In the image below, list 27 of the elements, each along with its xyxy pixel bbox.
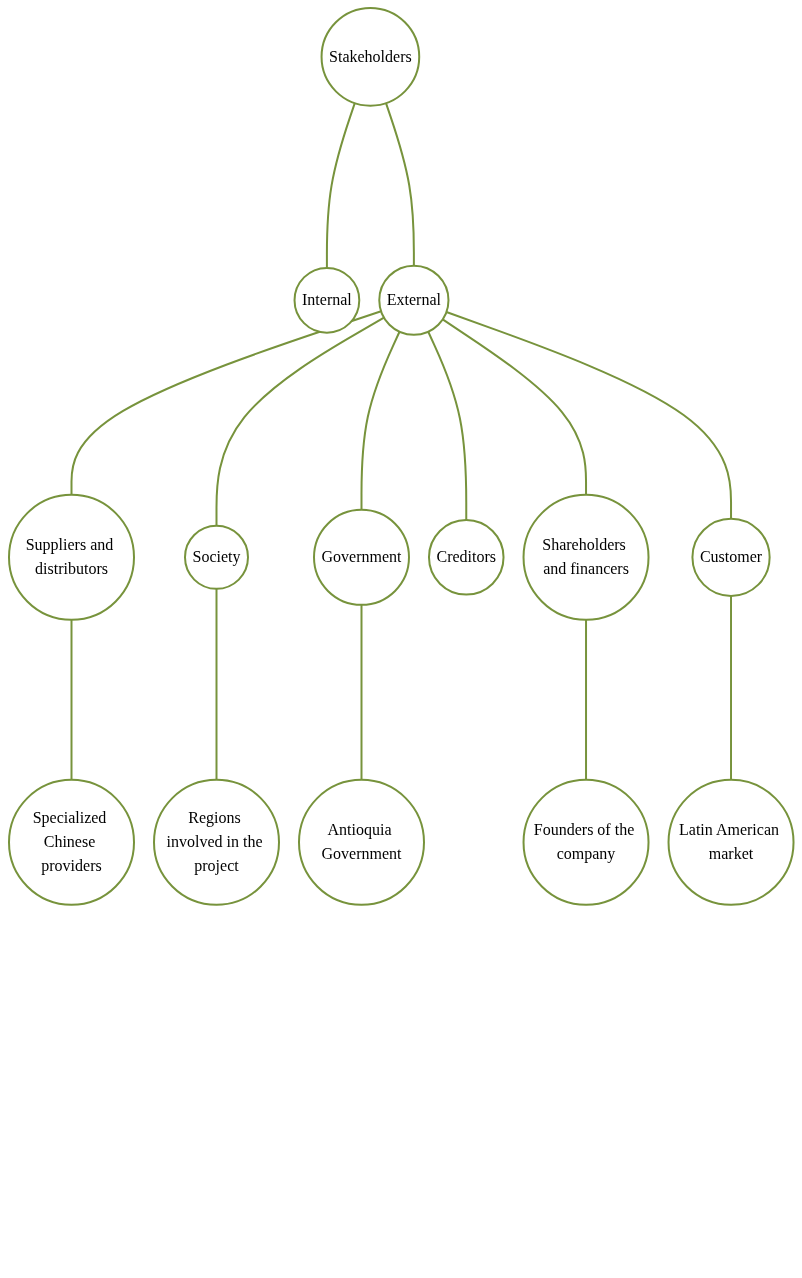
node-circle: Government	[312, 508, 410, 606]
connector	[360, 330, 401, 511]
node-circle: Regions involved in the project	[152, 778, 280, 906]
node-circle: Specialized Chinese providers	[7, 778, 135, 906]
connector	[384, 102, 415, 267]
connector	[70, 618, 73, 781]
connector	[215, 316, 385, 527]
node-circle: Suppliers and distributors	[7, 493, 135, 621]
connector	[360, 603, 363, 781]
node-circle: Society	[183, 524, 249, 590]
connector	[729, 594, 732, 781]
node-circle: Stakeholders	[320, 7, 420, 107]
connector	[325, 102, 356, 269]
node-circle: Customer	[691, 517, 771, 597]
node-circle: Latin American market	[667, 778, 795, 906]
connector	[584, 618, 587, 781]
connector	[441, 318, 587, 496]
connector	[445, 311, 732, 520]
node-circle: Internal	[293, 266, 360, 334]
node-circle: Creditors	[427, 519, 505, 596]
connector	[427, 330, 467, 522]
connector	[215, 587, 218, 781]
node-circle: Founders of the company	[522, 778, 650, 906]
node-circle: Shareholders and financers	[522, 493, 650, 621]
node-circle: Antioquia Government	[297, 778, 425, 906]
node-circle: External	[378, 264, 450, 336]
connector	[70, 310, 382, 496]
